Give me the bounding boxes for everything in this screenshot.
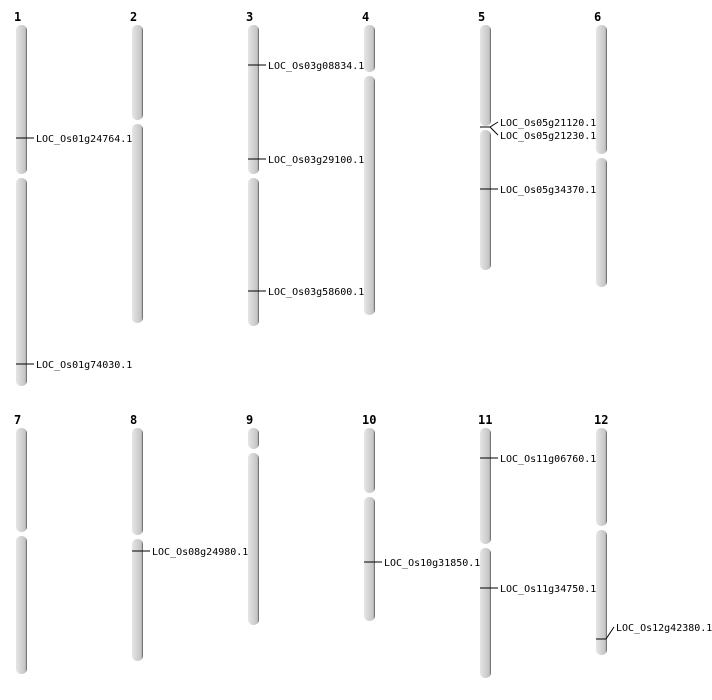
- gene-marker: LOC_Os01g24764.1: [16, 134, 132, 145]
- chromosome-arm-short: [248, 25, 259, 174]
- gene-label: LOC_Os03g08834.1: [268, 61, 364, 72]
- chromosome-arm-short: [364, 25, 375, 72]
- gene-label: LOC_Os05g34370.1: [500, 185, 596, 196]
- chromosome-arm-long: [596, 158, 607, 287]
- gene-label: LOC_Os03g29100.1: [268, 155, 364, 166]
- gene-label: LOC_Os11g06760.1: [500, 454, 596, 465]
- gene-marker: LOC_Os12g42380.1: [596, 623, 712, 640]
- gene-label: LOC_Os01g74030.1: [36, 360, 132, 371]
- chromosome-arm-short: [248, 428, 259, 449]
- chromosome-arm-short: [480, 428, 491, 544]
- gene-marker: LOC_Os03g29100.1: [248, 155, 364, 166]
- chromosome-5: 5LOC_Os05g21120.1LOC_Os05g21230.1LOC_Os0…: [478, 10, 596, 270]
- gene-label: LOC_Os08g24980.1: [152, 547, 248, 558]
- gene-marker: LOC_Os01g74030.1: [16, 360, 132, 371]
- chromosome-number: 10: [362, 413, 376, 427]
- gene-marker: LOC_Os11g06760.1: [480, 454, 596, 465]
- chromosome-number: 3: [246, 10, 253, 24]
- chromosome-number: 4: [362, 10, 369, 24]
- gene-marker: LOC_Os05g34370.1: [480, 185, 596, 196]
- chromosome-arm-long: [364, 497, 375, 621]
- gene-marker: LOC_Os03g58600.1: [248, 287, 364, 298]
- chromosome-number: 2: [130, 10, 137, 24]
- gene-marker: LOC_Os05g21230.1: [480, 126, 596, 142]
- gene-label: LOC_Os03g58600.1: [268, 287, 364, 298]
- chromosome-number: 7: [14, 413, 21, 427]
- chromosome-arm-long: [596, 530, 607, 655]
- chromosome-arm-short: [132, 25, 143, 120]
- chromosome-number: 12: [594, 413, 608, 427]
- chromosome-2: 2: [130, 10, 143, 323]
- chromosome-3: 3LOC_Os03g08834.1LOC_Os03g29100.1LOC_Os0…: [246, 10, 364, 326]
- chromosome-4: 4: [362, 10, 375, 315]
- gene-marker: LOC_Os05g21120.1: [480, 118, 596, 129]
- chromosome-number: 8: [130, 413, 137, 427]
- gene-label: LOC_Os12g42380.1: [616, 623, 712, 634]
- chromosome-number: 11: [478, 413, 492, 427]
- gene-label: LOC_Os05g21120.1: [500, 118, 596, 129]
- chromosome-number: 1: [14, 10, 21, 24]
- chromosome-9: 9: [246, 413, 259, 625]
- gene-label: LOC_Os10g31850.1: [384, 558, 480, 569]
- chromosome-number: 9: [246, 413, 253, 427]
- chromosome-arm-short: [596, 25, 607, 154]
- chromosome-arm-short: [480, 25, 491, 126]
- chromosome-number: 5: [478, 10, 485, 24]
- gene-label: LOC_Os01g24764.1: [36, 134, 132, 145]
- gene-marker: LOC_Os03g08834.1: [248, 61, 364, 72]
- chromosome-arm-short: [16, 25, 27, 174]
- gene-marker: LOC_Os11g34750.1: [480, 584, 596, 595]
- chromosome-arm-long: [480, 548, 491, 678]
- chromosome-arm-long: [132, 539, 143, 661]
- chromosome-arm-long: [16, 536, 27, 674]
- gene-label: LOC_Os11g34750.1: [500, 584, 596, 595]
- gene-marker: LOC_Os10g31850.1: [364, 558, 480, 569]
- chromosome-arm-long: [364, 76, 375, 315]
- chromosome-arm-long: [248, 453, 259, 625]
- chromosome-7: 7: [14, 413, 27, 674]
- chromosome-arm-long: [248, 178, 259, 326]
- chromosome-6: 6: [594, 10, 607, 287]
- chromosome-arm-long: [480, 130, 491, 270]
- gene-label: LOC_Os05g21230.1: [500, 131, 596, 142]
- chromosome-arm-short: [16, 428, 27, 532]
- chromosome-arm-long: [132, 124, 143, 323]
- chromosome-arm-short: [364, 428, 375, 493]
- chromosome-arm-long: [16, 178, 27, 386]
- chromosome-arm-short: [132, 428, 143, 535]
- chromosome-arm-short: [596, 428, 607, 526]
- chromosome-number: 6: [594, 10, 601, 24]
- gene-marker: LOC_Os08g24980.1: [132, 547, 248, 558]
